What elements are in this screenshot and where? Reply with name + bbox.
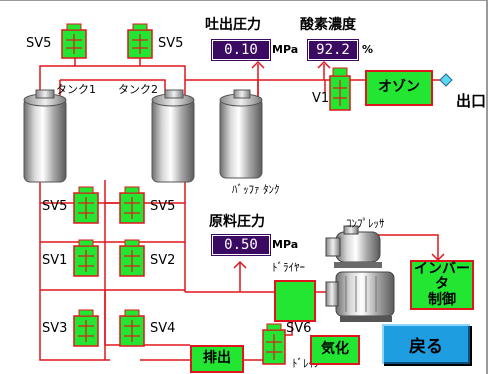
exhaust-button[interactable]: 排出 [190,345,244,373]
valve-label-sv5-top-left: SV5 [26,36,52,51]
valve-label-sv2: SV2 [150,253,176,268]
compressor-label: ｺﾝﾌﾟﾚｯｻ [346,217,385,230]
vaporize-button[interactable]: 気化 [310,335,360,365]
valve-label-sv5-top-right: SV5 [158,36,184,51]
raw-pressure-value: 0.50 [211,234,271,256]
valve-icons [61,23,351,365]
valve-label-sv1: SV1 [42,253,68,268]
valve-sv2-icon [119,239,145,277]
back-button[interactable]: 戻る [382,324,470,364]
motor-icon [325,271,395,322]
dryer-label: ﾄﾞﾗｲﾔｰ [272,261,305,274]
valve-sv1-icon [73,239,99,277]
tank-1-icon [23,89,67,183]
lower-piping [39,180,445,361]
valve-label-sv6: SV6 [286,321,312,336]
outlet-label: 出口 [456,92,487,110]
tank-2-icon [151,89,195,183]
valve-sv5-top-right-icon [127,23,153,59]
outlet-nozzle-icon [439,73,453,87]
valve-sv6-icon [262,323,286,365]
raw-pressure-label: 原料圧力 [209,214,265,230]
oxygen-concentration-label: 酸素濃度 [300,17,356,33]
dryer-box[interactable] [274,280,316,322]
valve-label-v1: V1 [312,91,330,106]
oxygen-concentration-unit: % [362,43,374,56]
inverter-control-button[interactable]: インバータ 制御 [410,260,474,310]
ozone-button[interactable]: オゾン [365,70,433,106]
valve-label-sv5-mid-right: SV5 [150,199,176,214]
discharge-pressure-value: 0.10 [211,39,271,61]
valve-sv5-mid-right-icon [119,186,145,224]
tank1-label: タンク1 [56,83,96,96]
valve-sv4-icon [119,309,145,347]
valve-sv3-icon [73,309,99,347]
top-piping [39,58,446,98]
compressor-icon [325,225,382,268]
valve-sv5-mid-left-icon [73,186,99,224]
valve-label-sv4: SV4 [150,321,176,336]
buffer-tank-icon [219,89,263,179]
valve-sv5-top-left-icon [61,23,87,59]
oxygen-concentration-value: 92.2 [307,39,359,61]
discharge-pressure-label: 吐出圧力 [205,17,261,33]
raw-pressure-unit: MPa [272,238,299,251]
tank2-label: タンク2 [118,83,158,96]
buffer-tank-label: ﾊﾞｯﾌｧ ﾀﾝｸ [232,183,280,196]
valve-label-sv5-mid-left: SV5 [42,199,68,214]
valve-v1-icon [329,67,351,111]
discharge-pressure-unit: MPa [272,43,299,56]
drain-label: ﾄﾞﾚｲﾝ [292,357,320,370]
valve-label-sv3: SV3 [42,321,68,336]
